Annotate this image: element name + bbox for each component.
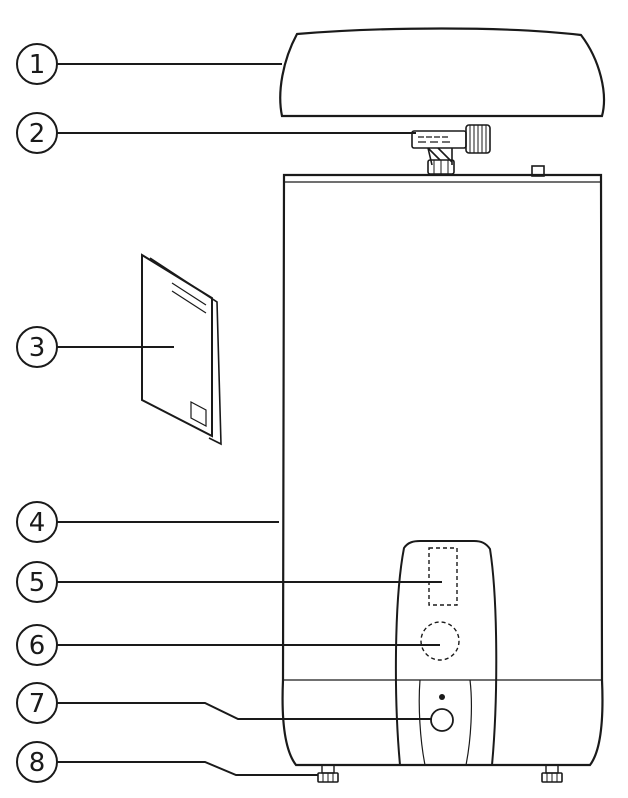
power-button (430, 708, 454, 732)
callout-7: 7 (16, 682, 432, 724)
callout-3: 3 (16, 326, 174, 368)
cover-lid (279, 27, 606, 118)
indicator-led (439, 694, 445, 700)
foot-right-stem (545, 764, 559, 774)
foot-right-grip (546, 773, 558, 782)
valve-marking (418, 136, 450, 143)
valve-fitting-hex (433, 160, 449, 174)
manual-title-line-2 (171, 290, 207, 314)
callout-number-2: 2 (29, 119, 46, 149)
leader-line-8 (57, 761, 318, 776)
callout-number-7: 7 (29, 689, 46, 719)
tank-body (281, 173, 604, 767)
control-panel-inner-curve-right (465, 679, 473, 766)
control-panel-outline (394, 540, 498, 766)
manual-logo-box (190, 401, 207, 427)
foot-left-grip (322, 773, 334, 782)
callout-6: 6 (16, 624, 440, 666)
callout-2: 2 (16, 112, 416, 154)
manual-title-line-1 (171, 282, 207, 306)
manual-booklet (141, 253, 222, 446)
valve-stem (427, 147, 453, 166)
callout-number-8: 8 (29, 748, 46, 778)
adjustable-foot-right (541, 764, 563, 783)
callout-number-4: 4 (29, 508, 46, 538)
control-panel (394, 540, 498, 766)
control-knob (420, 621, 460, 661)
callout-number-3: 3 (29, 333, 46, 363)
callout-8: 8 (16, 741, 318, 783)
adjustable-foot-left (317, 764, 339, 783)
tank (281, 173, 604, 767)
leader-line-7 (57, 702, 432, 720)
manual-back-pages (149, 257, 222, 446)
callout-4: 4 (16, 501, 279, 543)
callout-number-1: 1 (29, 50, 46, 80)
callout-5: 5 (16, 561, 442, 603)
callout-number-5: 5 (29, 568, 46, 598)
callout-number-6: 6 (29, 631, 46, 661)
display-window (428, 547, 458, 606)
callout-1: 1 (16, 43, 282, 85)
inlet-valve (411, 124, 491, 175)
control-panel-inner-curve-left (418, 679, 426, 766)
foot-left-stem (321, 764, 335, 774)
valve-knob-grip (469, 125, 487, 153)
manual-cover (141, 253, 213, 438)
valve-body (411, 130, 467, 149)
